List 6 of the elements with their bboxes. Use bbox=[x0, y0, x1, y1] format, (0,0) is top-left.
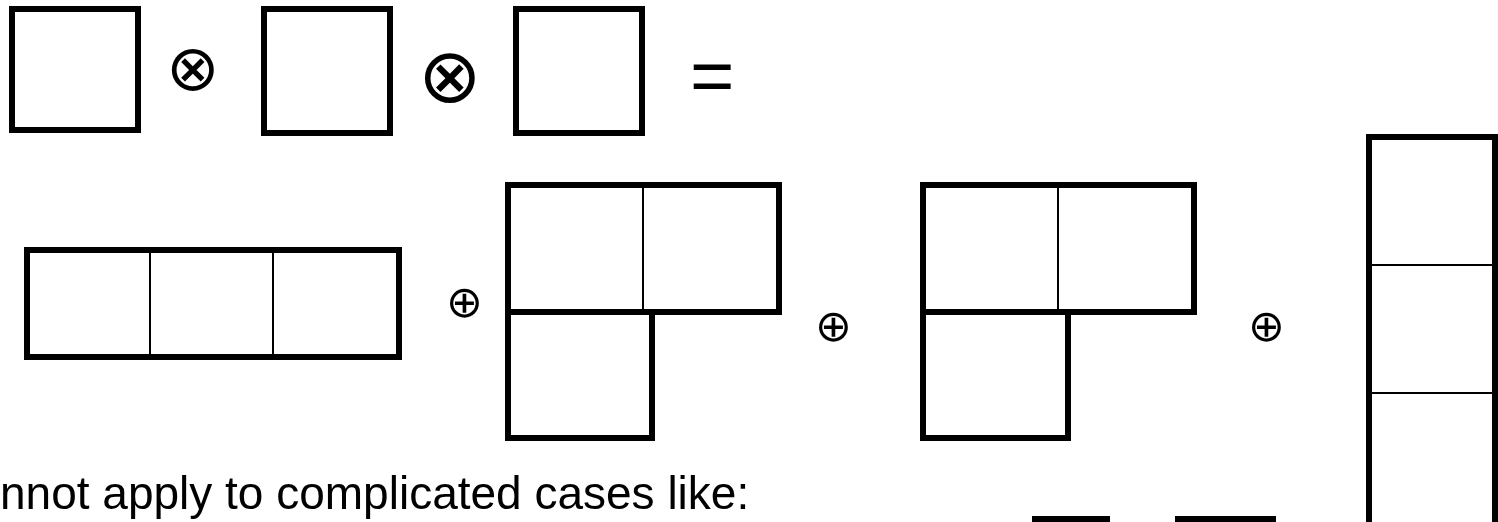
operator-symbol: = bbox=[690, 38, 735, 114]
operator-symbol: ⊗ bbox=[166, 36, 220, 100]
operator-symbol: ⊗ bbox=[418, 38, 482, 114]
operator-symbol: ⊕ bbox=[446, 280, 483, 324]
operator-symbol: ⊕ bbox=[815, 304, 852, 348]
operator-symbol: ⊕ bbox=[1248, 304, 1285, 348]
